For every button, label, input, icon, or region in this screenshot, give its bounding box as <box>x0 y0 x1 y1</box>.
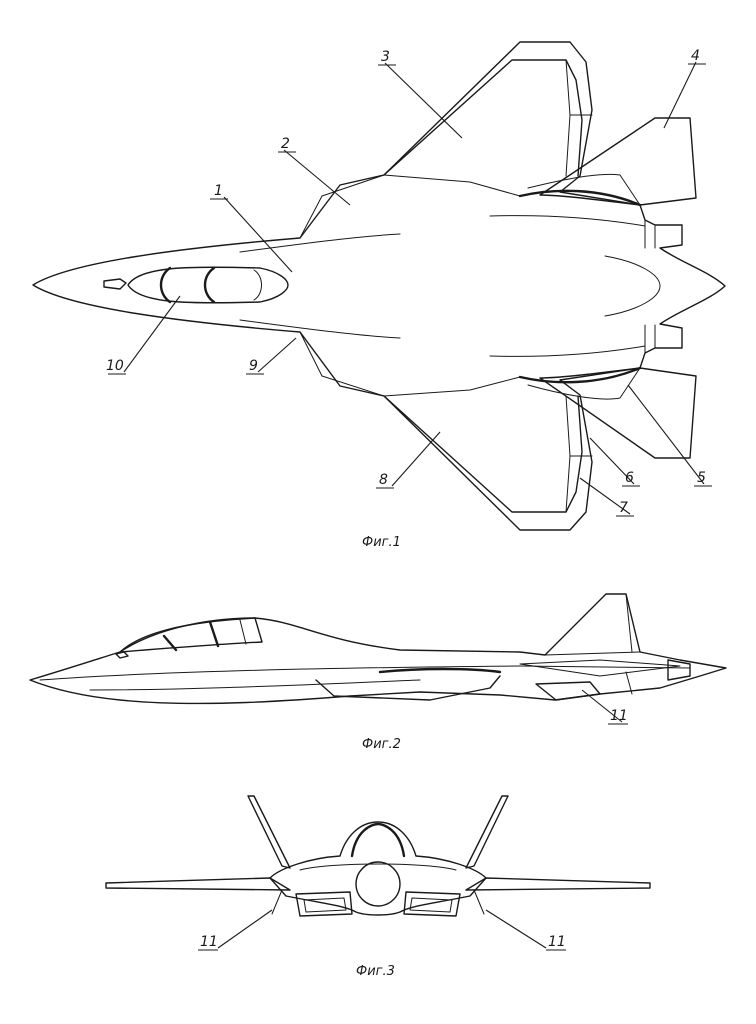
fig1-lower-lerx <box>299 331 385 397</box>
fig1-upper-nozzle <box>644 219 656 249</box>
fig1-refuel-probe <box>103 278 127 290</box>
fig3-fuselage <box>269 821 487 916</box>
fig3-callouts: 11 11 <box>198 909 566 951</box>
callout-10: 10 <box>106 358 124 374</box>
fig2-canopy <box>119 617 263 653</box>
fig3-right-wing <box>465 877 651 891</box>
fig1-upper-tail <box>539 117 697 206</box>
callout-5: 5 <box>697 470 706 486</box>
fig1-lower-tail-root <box>527 367 641 400</box>
fig1-lower-flap <box>565 395 571 457</box>
fig1-lower-aft-line <box>489 345 646 357</box>
fig1-lower-nozzle <box>644 324 656 354</box>
fig1-upper-body-line <box>239 233 401 253</box>
fig3-right-intake-inner <box>409 897 453 913</box>
callout-4: 4 <box>691 48 700 64</box>
fig3-right-ventral-fin <box>473 889 485 915</box>
fig3-left-fin <box>247 795 291 869</box>
fig2-chine-line <box>39 665 691 681</box>
fig2-intake <box>315 675 501 701</box>
fig1-lower-body-line <box>239 319 401 339</box>
callout-11-side: 11 <box>610 708 628 724</box>
callout-2: 2 <box>281 136 290 152</box>
fig1-caption: Фиг.1 <box>362 535 401 550</box>
fig1-upper-tail-edge <box>518 189 642 207</box>
fig1-canopy-rear <box>253 269 262 301</box>
callout-1: 1 <box>214 183 223 199</box>
fig3-upper-line <box>299 863 457 871</box>
fig1-upper-wing-edge <box>383 59 583 177</box>
fig2-fuselage-outline <box>29 593 727 705</box>
fig2-ventral-fin <box>535 681 601 701</box>
callout-8: 8 <box>379 472 388 488</box>
fig2-canopy-frame-3 <box>239 619 247 645</box>
fig1-canopy-frame-2 <box>203 266 216 304</box>
fig1-upper-aft-line <box>489 215 646 227</box>
fig1-upper-lerx <box>299 174 385 239</box>
callout-11-front-left: 11 <box>200 934 218 950</box>
fig3-right-fin <box>465 795 509 869</box>
fig2-wing-edge <box>378 667 502 674</box>
fig1-engine-bulge <box>604 255 661 317</box>
fig2-canopy-frame-1 <box>162 634 178 652</box>
fig1-callouts: 1 2 3 4 5 6 7 8 9 10 <box>106 48 712 517</box>
fig3-front-view <box>105 795 651 917</box>
fig3-left-wing <box>105 877 291 891</box>
fig1-wing-root-upper <box>383 174 521 197</box>
fig2-caption: Фиг.2 <box>362 737 401 752</box>
fig2-canopy-frame-2 <box>208 620 220 648</box>
callout-7: 7 <box>619 500 628 516</box>
callout-9: 9 <box>249 358 258 374</box>
fig2-refuel-probe <box>115 651 129 659</box>
fig2-wing-tip <box>625 671 633 695</box>
fig3-canopy <box>350 822 406 858</box>
fig3-right-intake <box>403 891 461 917</box>
fig1-top-view <box>32 41 726 531</box>
fig2-callouts: 11 <box>581 689 628 725</box>
fig3-left-ventral-fin <box>271 889 283 915</box>
fig1-upper-flap <box>565 114 571 177</box>
fig1-wing-root-lower <box>383 376 521 397</box>
fig1-lower-tail-edge <box>518 366 642 384</box>
fig2-side-view <box>29 593 727 705</box>
fig2-fin-rudder <box>625 593 633 653</box>
fig1-lower-wing-edge <box>383 395 583 513</box>
fig2-nozzle <box>667 659 691 681</box>
fig3-nose <box>355 861 401 907</box>
fig1-canopy <box>127 266 289 304</box>
fig1-canopy-frame-1 <box>159 266 172 304</box>
callout-3: 3 <box>381 49 390 65</box>
fig3-caption: Фиг.3 <box>356 964 395 979</box>
fig3-left-intake-inner <box>303 897 347 913</box>
fig2-lower-line <box>89 679 421 691</box>
fig1-upper-tail-root <box>527 173 641 206</box>
fig2-fin-root <box>544 651 641 656</box>
callout-6: 6 <box>625 470 634 486</box>
fig3-left-intake <box>295 891 353 917</box>
callout-11-front-right: 11 <box>548 934 566 950</box>
fig1-fuselage-outline <box>32 41 726 531</box>
fig2-stabilizer <box>519 659 681 677</box>
fig1-lower-tail <box>539 367 697 459</box>
